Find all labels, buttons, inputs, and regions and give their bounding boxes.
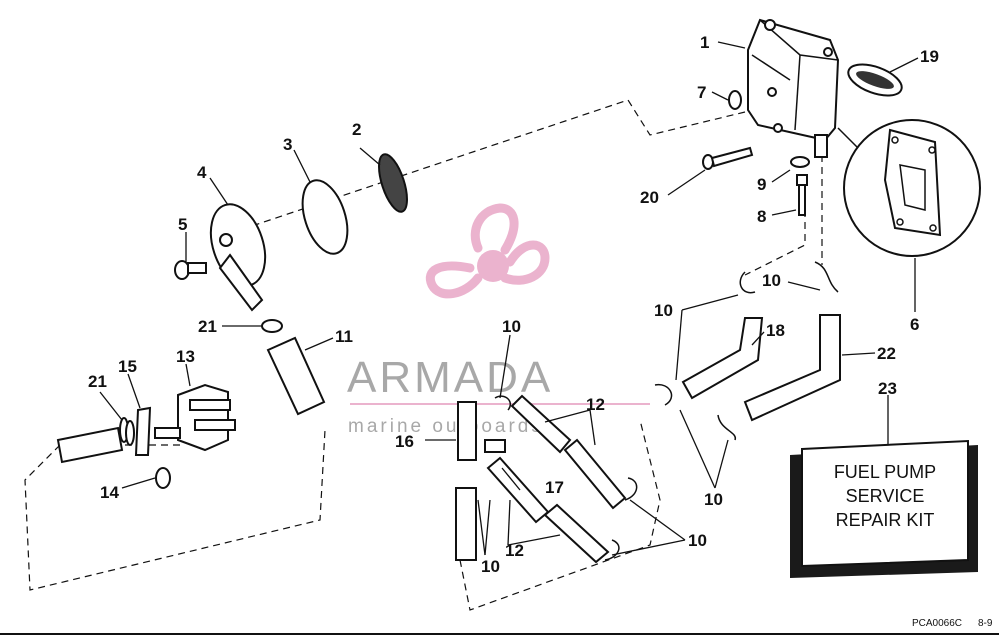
callout-22: 22 (877, 344, 896, 363)
filter-screen (378, 153, 408, 213)
callout-10-lower-left: 10 (481, 557, 500, 576)
hoses-12 (486, 394, 627, 564)
watermark-brand: ARMADA (347, 353, 553, 402)
callout-16: 16 (395, 432, 414, 451)
callout-7: 7 (697, 83, 706, 102)
callout-11: 11 (335, 327, 353, 346)
armada-logo: ARMADA marine outboards (347, 203, 650, 437)
callout-4: 4 (197, 163, 207, 182)
fitting-8 (796, 174, 808, 216)
kit-label-line1: FUEL PUMP (834, 462, 936, 482)
callout-18: 18 (766, 321, 785, 340)
pump-gasket (847, 63, 903, 97)
fuel-pump-body (747, 18, 840, 158)
callout-13: 13 (176, 347, 195, 366)
hose-22 (743, 314, 841, 422)
callout-numbers: 1 19 7 20 9 8 6 10 10 18 22 23 10 10 10 … (88, 33, 939, 576)
screw-20 (702, 146, 754, 170)
tee-fitting-16 (455, 401, 506, 561)
callout-10-upper-right: 10 (762, 271, 781, 290)
callout-19: 19 (920, 47, 939, 66)
callout-14: 14 (100, 483, 119, 502)
repair-kit-box: FUEL PUMP SERVICE REPAIR KIT (790, 439, 978, 578)
callout-10-upper-left: 10 (654, 301, 673, 320)
callout-9: 9 (757, 175, 766, 194)
callout-2: 2 (352, 120, 361, 139)
fitting-14 (155, 467, 171, 489)
o-ring-7 (728, 90, 742, 110)
callout-12-upper: 12 (586, 395, 605, 414)
lever-15 (134, 406, 152, 456)
propeller-hub-icon (477, 250, 509, 282)
o-ring-9 (790, 156, 810, 168)
propeller-icon (425, 203, 550, 299)
callout-21-lower: 21 (88, 372, 107, 391)
kit-label-line3: REPAIR KIT (836, 510, 935, 530)
callout-10-center: 10 (502, 317, 521, 336)
page-number: 8-9 (978, 618, 993, 629)
fuel-line (56, 426, 124, 464)
kit-label-line2: SERVICE (846, 486, 925, 506)
leader-lines (99, 41, 919, 556)
screw-5 (174, 260, 207, 280)
callout-10-lower-right: 10 (704, 490, 723, 509)
gasket-detail (837, 119, 981, 257)
cover-gasket (301, 179, 349, 255)
callout-5: 5 (178, 215, 187, 234)
callout-8: 8 (757, 207, 766, 226)
callout-6: 6 (910, 315, 919, 334)
callout-20: 20 (640, 188, 659, 207)
callout-1: 1 (700, 33, 709, 52)
filter-cover (209, 203, 267, 312)
drawing-code: PCA0066C (912, 618, 962, 629)
callout-21-upper: 21 (198, 317, 217, 336)
callout-12-lower: 12 (505, 541, 524, 560)
callout-17: 17 (545, 478, 564, 497)
callout-10-bottom: 10 (688, 531, 707, 550)
spring-21-lower (119, 417, 135, 446)
callout-3: 3 (283, 135, 292, 154)
watermark-tagline: marine outboards (348, 416, 544, 437)
hose-18 (681, 317, 764, 400)
clip-21-upper (261, 319, 283, 333)
callout-23: 23 (878, 379, 897, 398)
hose-clips-10 (494, 261, 839, 561)
callout-15: 15 (118, 357, 137, 376)
hose-11 (266, 336, 326, 416)
connector-13 (154, 383, 236, 452)
